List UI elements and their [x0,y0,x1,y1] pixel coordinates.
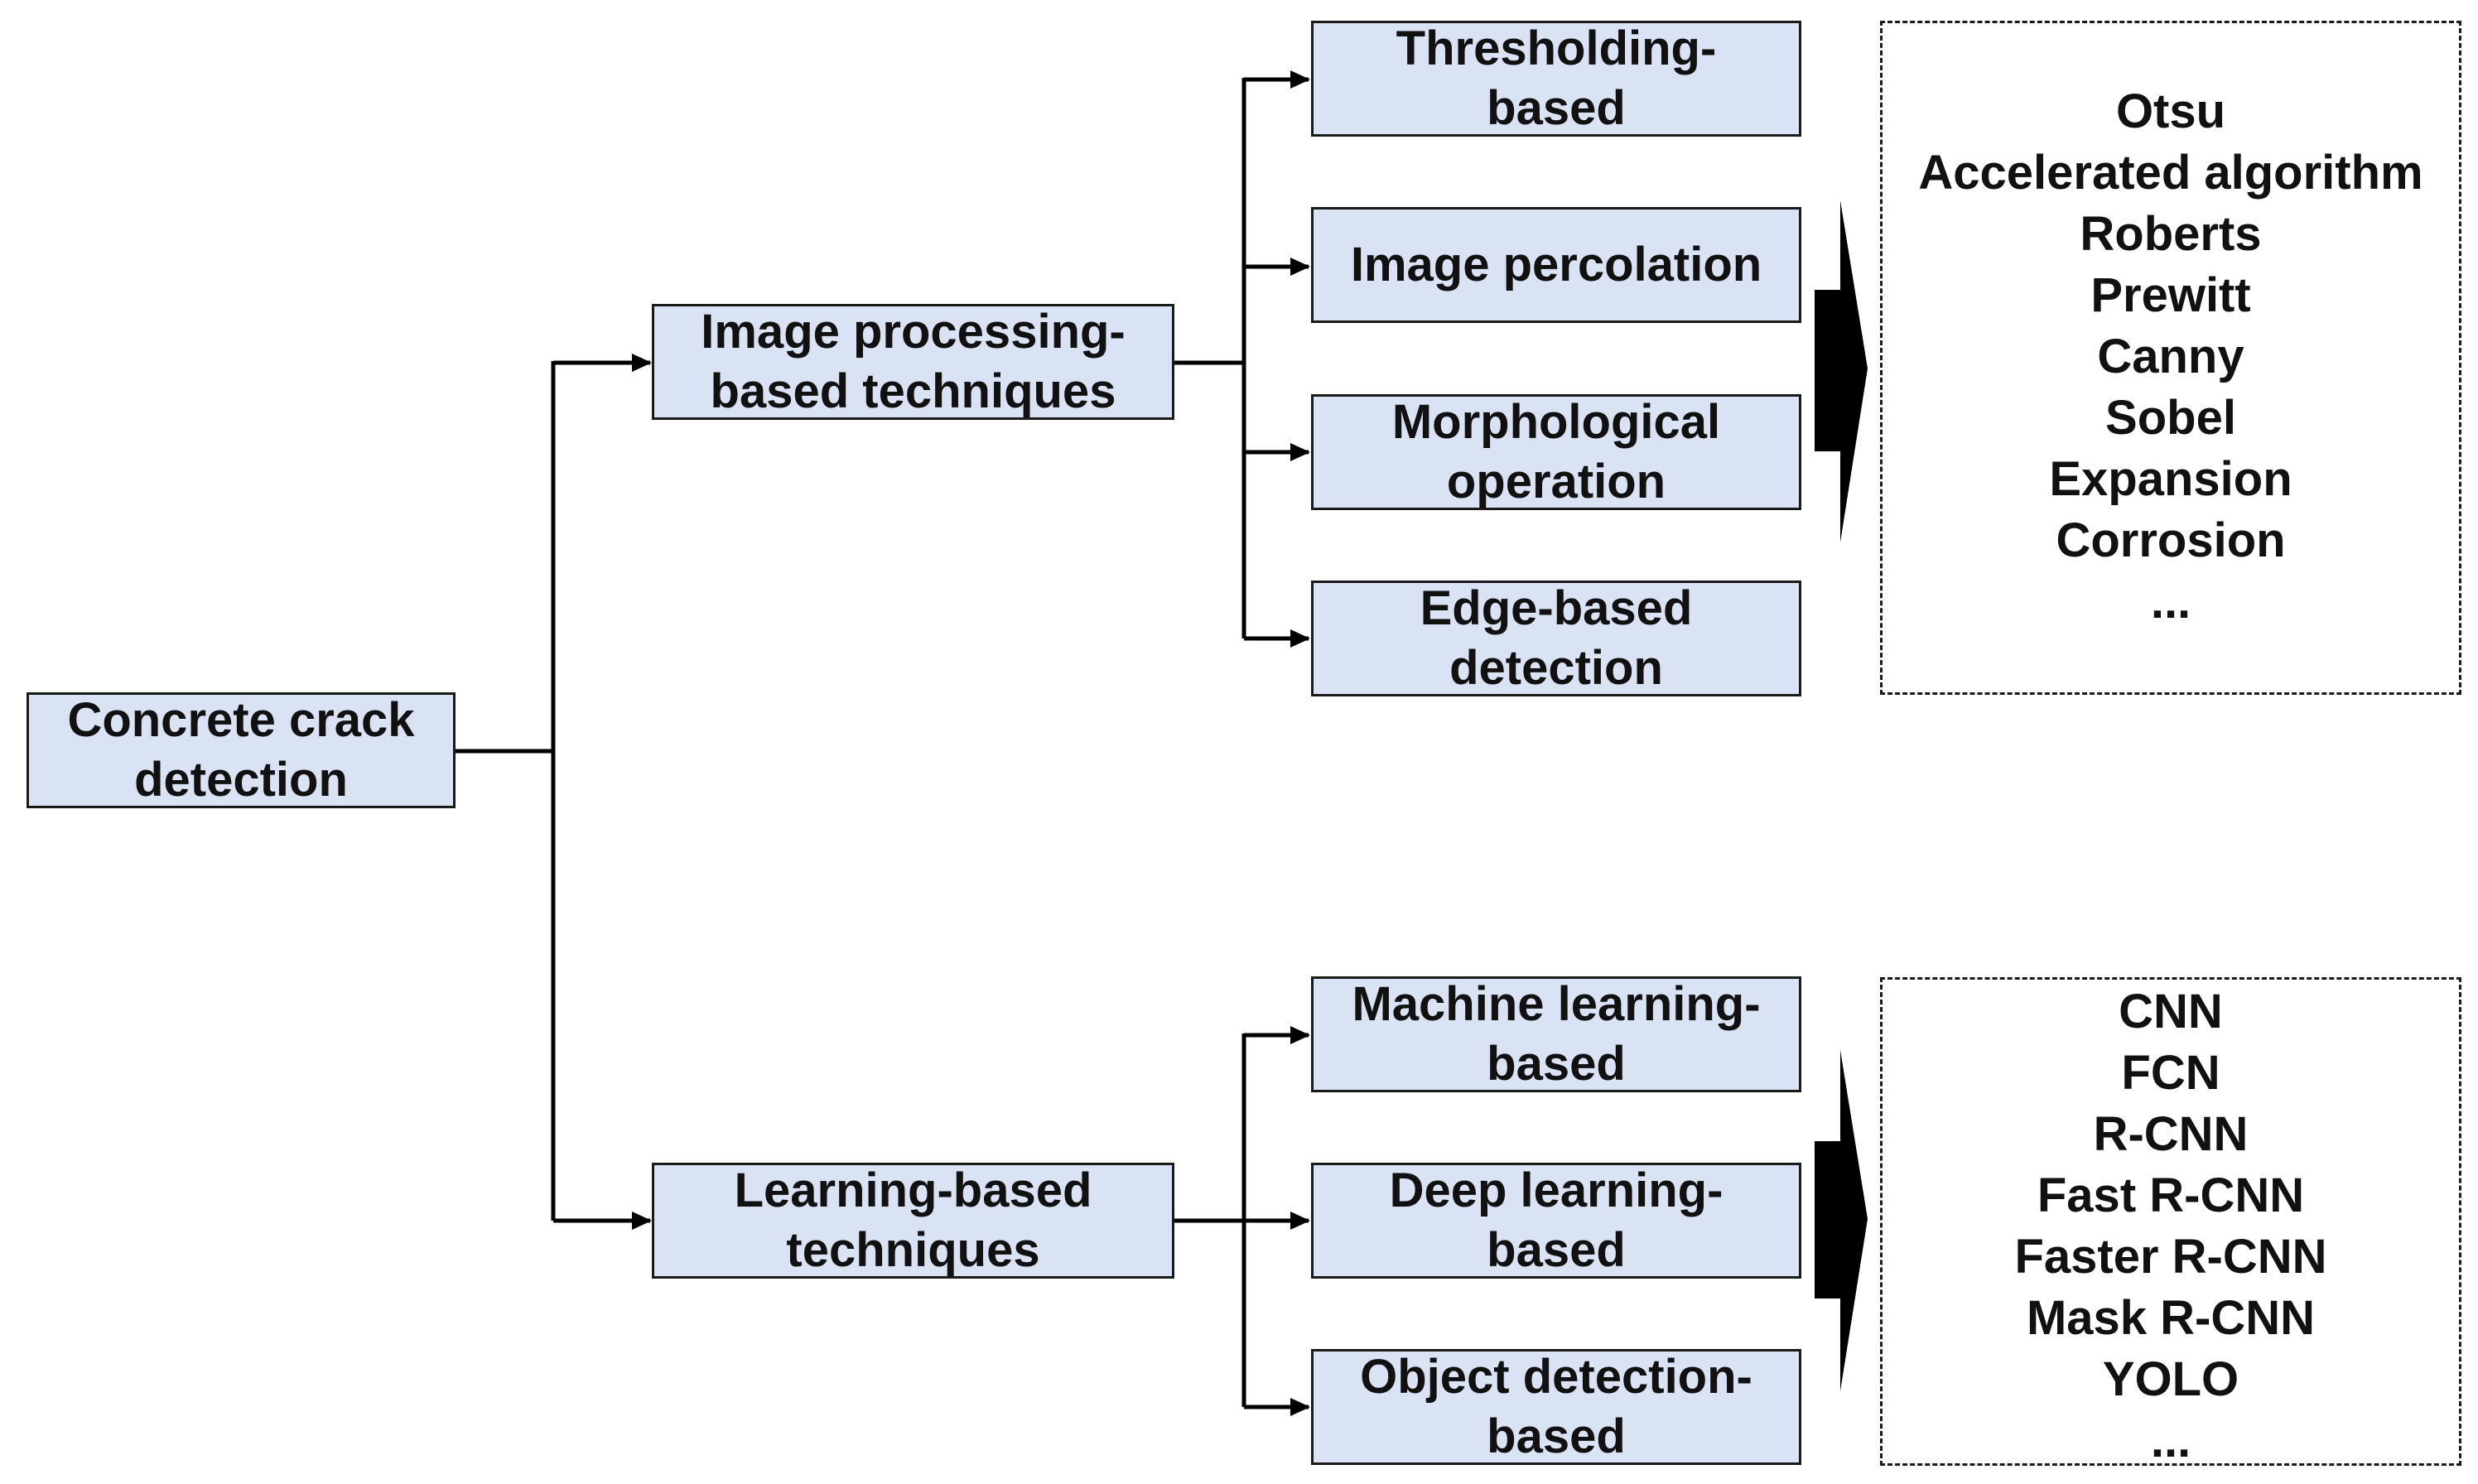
method-deep-learning: Deep learning- based [1311,1163,1801,1279]
example-item: ... [2150,1414,2191,1467]
example-item: Prewitt [2090,268,2251,322]
method-image-percolation-label: Image percolation [1350,238,1762,292]
branch-learning-based-label: Learning-based techniques [734,1164,1092,1277]
example-item: Mask R-CNN [2026,1291,2316,1345]
method-thresholding: Thresholding- based [1311,21,1801,137]
example-item: Expansion [2049,452,2292,506]
image-processing-examples-box: Otsu Accelerated algorithm Roberts Prewi… [1880,21,2461,695]
branch-image-processing-label: Image processing- based techniques [701,305,1126,418]
example-item: CNN [2119,985,2223,1038]
method-object-detection: Object detection- based [1311,1349,1801,1465]
example-item: Otsu [2115,84,2226,138]
example-item: R-CNN [2093,1107,2249,1161]
block-arrow-learning-based [1815,1050,1868,1391]
branch-image-processing: Image processing- based techniques [652,304,1174,420]
learning-based-examples-box: CNN FCN R-CNN Fast R-CNN Faster R-CNN Ma… [1880,977,2461,1467]
example-item: Roberts [2080,207,2262,261]
block-arrow-image-processing [1815,200,1868,542]
example-item: YOLO [2102,1352,2239,1406]
example-item: Faster R-CNN [2014,1230,2327,1284]
method-morphological: Morphological operation [1311,394,1801,510]
example-item: Corrosion [2056,513,2286,567]
method-edge-based-label: Edge-based detection [1420,581,1693,695]
example-item: ... [2150,575,2191,629]
method-image-percolation: Image percolation [1311,207,1801,323]
branch-learning-based: Learning-based techniques [652,1163,1174,1279]
example-item: Accelerated algorithm [1918,146,2423,200]
method-deep-learning-label: Deep learning- based [1389,1164,1724,1277]
method-machine-learning-label: Machine learning- based [1352,977,1761,1091]
root-label: Concrete crack detection [67,693,415,807]
method-object-detection-label: Object detection- based [1360,1350,1752,1463]
method-edge-based: Edge-based detection [1311,581,1801,696]
method-morphological-label: Morphological operation [1391,395,1721,508]
root-node: Concrete crack detection [27,692,456,808]
example-item: Canny [2097,330,2244,383]
example-item: FCN [2121,1046,2220,1100]
method-thresholding-label: Thresholding- based [1396,22,1717,135]
example-item: Fast R-CNN [2037,1168,2305,1222]
example-item: Sobel [2105,391,2236,445]
method-machine-learning: Machine learning- based [1311,976,1801,1092]
